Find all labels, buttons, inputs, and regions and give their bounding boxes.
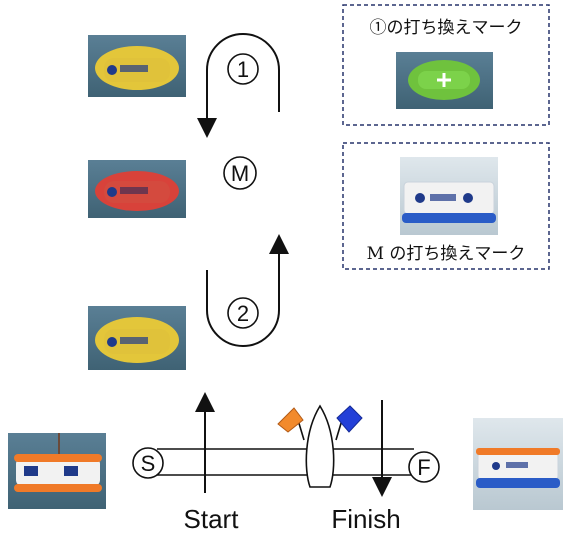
mark-1-symbol: 1 (227, 53, 259, 85)
finish-mark-symbol: F (408, 451, 440, 483)
svg-text:1: 1 (237, 57, 249, 82)
start-mark-label: S (141, 451, 156, 476)
finish-mark-label: F (417, 455, 430, 480)
start-mark-symbol: S (132, 447, 164, 479)
orange-flag (277, 407, 305, 441)
start-label: Start (184, 504, 240, 534)
blue-flag (335, 405, 363, 441)
mark-2-buoy-photo (88, 306, 186, 370)
committee-boat (305, 404, 335, 488)
mark-1-replacement-title: ①の打ち換えマーク (370, 18, 523, 38)
white-replacement-buoy-photo (400, 157, 498, 235)
mark-2-rounding-path (206, 234, 289, 347)
mark-m-label: M (231, 161, 249, 186)
mark-1-replacement-box: ①の打ち換えマーク (342, 4, 550, 126)
mark-1-buoy-photo (88, 35, 186, 97)
mark-1-rounding-path (197, 33, 280, 138)
mark-m-buoy-photo (88, 160, 186, 218)
finish-label: Finish (331, 504, 400, 534)
green-replacement-buoy-photo (396, 52, 493, 109)
start-pin-buoy-photo (8, 433, 106, 509)
mark-m-replacement-title: M の打ち換えマーク (367, 244, 526, 264)
finish-pin-buoy-photo (473, 418, 563, 510)
svg-text:2: 2 (237, 301, 249, 326)
mark-m-replacement-box: M の打ち換えマーク (342, 142, 550, 270)
mark-m-symbol: M (223, 156, 257, 190)
mark-2-symbol: 2 (227, 297, 259, 329)
